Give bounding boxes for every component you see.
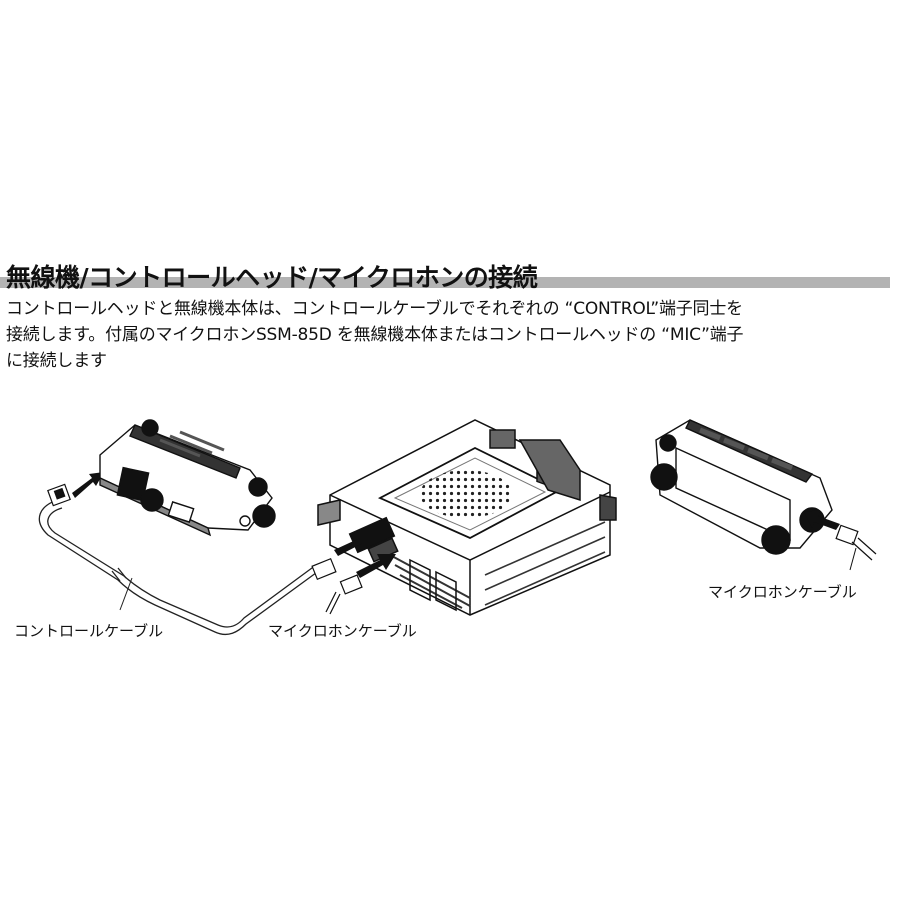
connector-icon bbox=[311, 557, 363, 615]
section-heading-block: 無線機/コントロールヘッド/マイクロホンの接続 bbox=[0, 258, 890, 294]
description-line-3: に接続します bbox=[6, 351, 107, 371]
connector-icon bbox=[47, 483, 71, 507]
description-line-2: 接続します。付属のマイクロホンSSM-85D を無線機本体またはコントロールヘッ… bbox=[6, 325, 744, 345]
section-heading: 無線機/コントロールヘッド/マイクロホンの接続 bbox=[6, 263, 538, 292]
radio-body-icon bbox=[317, 419, 617, 616]
description-text: コントロールヘッドと無線機本体は、コントロールケーブルでそれぞれの “CONTR… bbox=[6, 296, 890, 374]
arrow-icon bbox=[804, 510, 840, 530]
control-head-icon bbox=[99, 419, 276, 537]
control-cable-icon bbox=[38, 499, 321, 636]
mic-cable-label-left: マイクロホンケーブル bbox=[268, 622, 417, 640]
arrow-icon bbox=[334, 532, 396, 578]
connection-diagram bbox=[38, 419, 877, 636]
control-head-icon bbox=[650, 419, 833, 555]
description-line-1: コントロールヘッドと無線機本体は、コントロールケーブルでそれぞれの “CONTR… bbox=[6, 299, 743, 319]
connector-icon bbox=[835, 524, 877, 571]
arrow-icon bbox=[72, 472, 104, 498]
control-cable-label: コントロールケーブル bbox=[14, 622, 164, 640]
heading-underline-bar bbox=[0, 277, 890, 288]
mic-cable-label-right: マイクロホンケーブル bbox=[708, 583, 857, 601]
